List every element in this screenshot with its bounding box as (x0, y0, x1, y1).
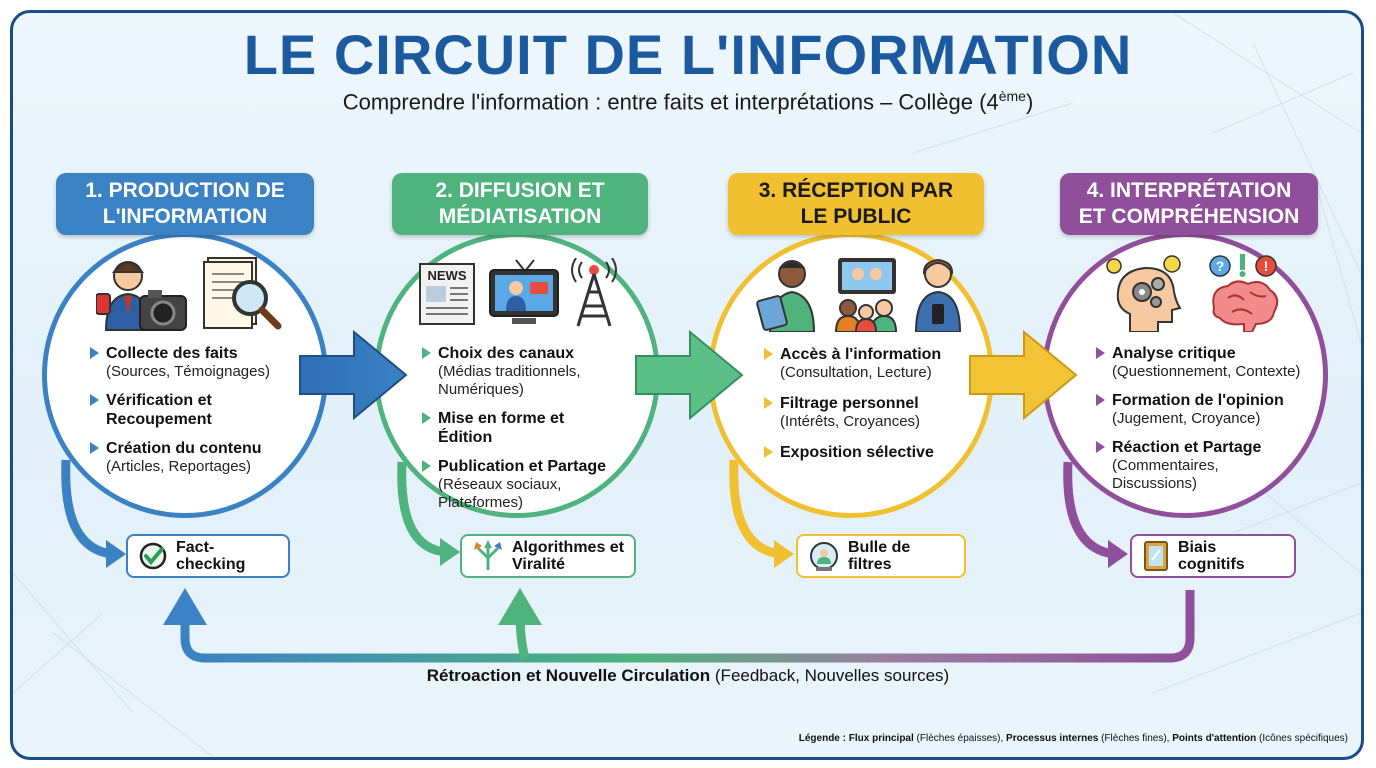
tv-icon (489, 259, 559, 324)
list-item: Publication et Partage(Réseaux sociaux, … (420, 457, 620, 512)
flow-arrow-2 (635, 329, 744, 421)
brain-question-icon: ? ! (1209, 254, 1279, 332)
filter-bubble-icon (810, 542, 838, 571)
list-item: Création du contenu(Articles, Reportages… (88, 439, 303, 476)
page-subtitle: Comprendre l'information : entre faits e… (342, 88, 1034, 115)
document-magnifier-icon (203, 257, 282, 330)
stage-3-icons (756, 256, 966, 332)
branching-arrows-icon (474, 540, 502, 570)
stage-2-list: Choix des canaux(Médias traditionnels, N… (420, 344, 620, 522)
list-item: Formation de l'opinion(Jugement, Croyanc… (1094, 391, 1309, 428)
list-item: Vérification et Recoupement (88, 391, 303, 429)
page-title: LE CIRCUIT DE L'INFORMATION (243, 23, 1133, 86)
stage-1-circle (42, 232, 328, 518)
list-item: Réaction et Partage(Commentaires, Discus… (1094, 438, 1309, 493)
stage-3-list: Accès à l'information(Consultation, Lect… (762, 345, 977, 472)
background-network-pattern (13, 13, 1361, 757)
stage-4-list: Analyse critique(Questionnement, Context… (1094, 344, 1309, 503)
feedback-label: Rétroaction et Nouvelle Circulation (Fee… (426, 666, 950, 685)
flow-arrow-3 (969, 329, 1078, 421)
check-circle-icon (139, 542, 167, 570)
stage-1-list: Collecte des faits(Sources, Témoignages)… (88, 344, 303, 486)
list-item: Exposition sélective (762, 443, 977, 462)
person-phone-icon (914, 258, 962, 332)
bulle-de-filtres-box: Bulle de filtres (796, 534, 966, 578)
list-item: Accès à l'information(Consultation, Lect… (762, 345, 977, 382)
svg-text:!: ! (1264, 258, 1269, 274)
fact-checking-box: Fact-checking (126, 534, 290, 578)
family-tv-icon (834, 258, 898, 332)
list-item: Filtrage personnel(Intérêts, Croyances) (762, 394, 977, 431)
list-item: Collecte des faits(Sources, Témoignages) (88, 344, 303, 381)
mirror-icon (1144, 541, 1168, 571)
svg-text:?: ? (1216, 258, 1225, 274)
flow-arrow-1 (299, 329, 408, 421)
stage-2-icons: NEWS (418, 258, 618, 328)
list-item: Choix des canaux(Médias traditionnels, N… (420, 344, 620, 399)
list-item: Mise en forme et Édition (420, 409, 620, 447)
list-item: Analyse critique(Questionnement, Context… (1094, 344, 1309, 381)
stage-4-icons: ? ! (1102, 252, 1282, 332)
legend: Légende : Flux principal (Flèches épaiss… (798, 733, 1348, 744)
newspaper-icon: NEWS (419, 263, 475, 325)
biais-cognitifs-box: Biais cognitifs (1130, 534, 1296, 578)
stage-1-icons (96, 254, 282, 332)
svg-text:NEWS: NEWS (428, 268, 467, 283)
journalist-camera-icon (96, 261, 187, 331)
head-gears-icon (1106, 255, 1182, 332)
algorithmes-box: Algorithmes et Viralité (460, 534, 636, 578)
antenna-icon (571, 258, 617, 327)
person-tablet-icon (756, 260, 816, 332)
